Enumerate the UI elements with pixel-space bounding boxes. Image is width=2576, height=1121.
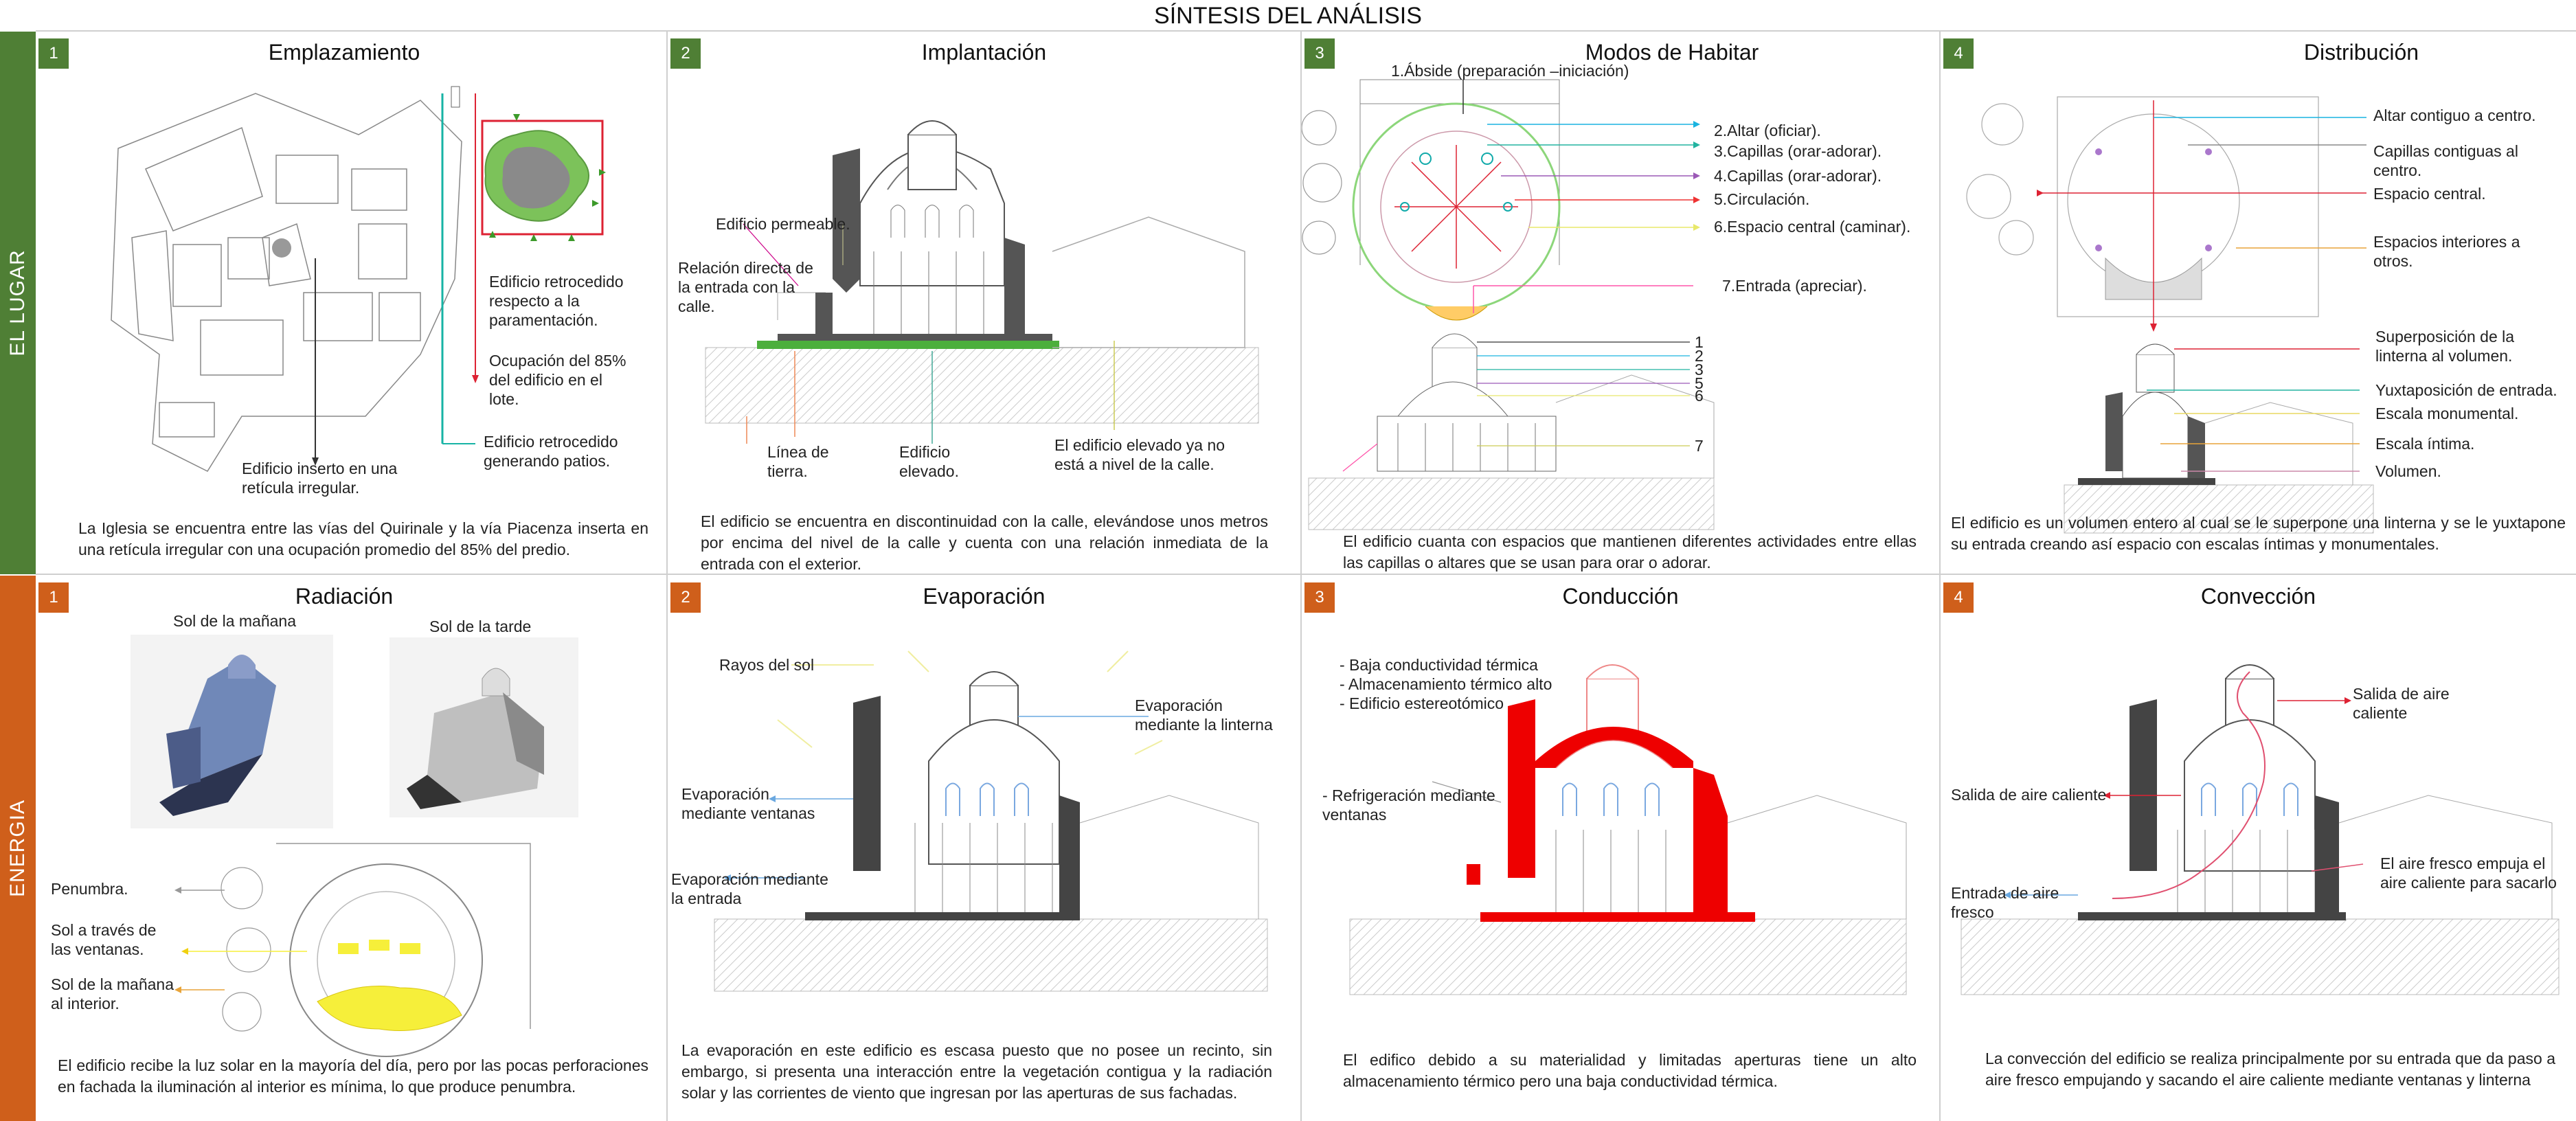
radiation-drawings: [131, 635, 578, 1057]
label-entrada: 7.Entrada (apreciar).: [1722, 277, 1867, 295]
label-retrocedido-patios: Edificio retrocedido generando patios.: [484, 433, 618, 470]
grid-line-top: [36, 30, 2576, 32]
label-penumbra: Penumbra.: [51, 880, 128, 898]
label-sol-manana: Sol de la mañana: [173, 612, 297, 630]
label-escala-monumental: Escala monumental.: [2375, 405, 2519, 422]
label-superposicion: Superposición de la linterna al volumen.: [2375, 328, 2515, 365]
label-num-7: 7: [1695, 437, 1704, 455]
label-retrocedido-paramentacion: Edificio retrocedido respecto a la param…: [489, 273, 624, 329]
label-aire-fresco-empuja: El aire fresco empuja el aire caliente p…: [2380, 854, 2557, 892]
grid-line-col-1: [666, 32, 668, 1121]
label-abside: 1.Ábside (preparación –iniciación): [1391, 62, 1629, 80]
panel-number: 1: [38, 38, 69, 69]
label-edificio-elevado: Edificio elevado.: [899, 443, 959, 480]
panel-title: Evaporación: [923, 584, 1046, 609]
panel-number: 4: [1943, 582, 1974, 613]
section-drawing-conveccion: [1961, 664, 2560, 995]
label-capillas-2: 4.Capillas (orar-adorar).: [1714, 167, 1882, 185]
label-espacio-central: Espacio central.: [2373, 185, 2486, 203]
label-ocupacion: Ocupación del 85% del edificio en el lot…: [489, 352, 626, 408]
panel-description: El edificio se encuentra en discontinuid…: [701, 512, 1268, 573]
panel-description: La Iglesia se encuentra entre las vías d…: [78, 519, 648, 558]
panel-description: El edifico debido a su materialidad y li…: [1343, 1051, 1917, 1090]
panel-modos-de-habitar: 3 Modos de Habitar: [1302, 32, 1939, 574]
grid-line-col-2: [1300, 32, 1302, 1121]
panel-description: La evaporación en este edificio es escas…: [681, 1041, 1272, 1102]
panel-title: Conducción: [1562, 584, 1679, 609]
label-capillas-contiguas: Capillas contiguas al centro.: [2373, 142, 2518, 179]
band-el-lugar-label: EL LUGAR: [6, 249, 29, 356]
panel-number: 3: [1304, 582, 1335, 613]
label-altar: 2.Altar (oficiar).: [1714, 122, 1821, 139]
panel-conveccion: 4 Convección Salida de aire caliente Sal…: [1941, 576, 2576, 1121]
label-evap-linterna: Evaporación mediante la linterna: [1135, 697, 1273, 734]
panel-description: La convección del edificio se realiza pr…: [1985, 1050, 2555, 1089]
panel-number: 2: [670, 582, 701, 613]
panel-emplazamiento: 1 Emplazamiento Edificio retrocedido res: [36, 32, 666, 574]
panel-title: Implantación: [921, 40, 1047, 65]
panel-description: El edificio recibe la luz solar en la ma…: [58, 1056, 648, 1096]
panel-number: 4: [1943, 38, 1974, 69]
label-entrada-aire: Entrada de aire fresco: [1951, 884, 2059, 921]
panel-number: 3: [1304, 38, 1335, 69]
page-title: SÍNTESIS DEL ANÁLISIS: [1154, 3, 1422, 29]
label-num-3: 3: [1695, 361, 1704, 378]
band-energia-label: ENERGIA: [6, 799, 29, 898]
label-rayos-sol: Rayos del sol: [719, 656, 815, 674]
panel-conduccion: 3 Conducción - Baja conductividad térmic…: [1302, 576, 1939, 1121]
label-propiedades: - Baja conductividad térmica - Almacenam…: [1340, 656, 1552, 712]
label-evap-entrada: Evaporación mediante la entrada: [671, 870, 828, 907]
grid-line-middle: [36, 574, 2576, 575]
panel-title: Convección: [2200, 584, 2316, 609]
label-volumen: Volumen.: [2375, 462, 2441, 480]
label-escala-intima: Escala íntima.: [2375, 435, 2475, 453]
section-drawing-conduccion: [1349, 664, 1907, 995]
label-espacio-central: 6.Espacio central (caminar).: [1714, 218, 1911, 236]
plan-and-section-modos: [1302, 79, 1715, 530]
panel-distribucion: 4 Distribución: [1941, 32, 2576, 574]
panel-number: 1: [38, 582, 69, 613]
label-evap-ventanas: Evaporación mediante ventanas: [681, 785, 815, 822]
panel-implantacion: 2 Implantación Edificio permeable. Relac…: [668, 32, 1300, 574]
label-espacios-interiores: Espacios interiores a otros.: [2373, 233, 2520, 270]
plan-and-section-distribucion: [1966, 96, 2374, 534]
label-yuxtaposicion: Yuxtaposición de entrada.: [2375, 381, 2557, 399]
label-linea-tierra: Línea de tierra.: [767, 443, 829, 480]
panel-radiacion: 1 Radiación Sol de la mañana Sol de la t…: [36, 576, 666, 1121]
label-sol-ventanas: Sol a través de las ventanas.: [51, 921, 157, 958]
label-edificio-permeable: Edificio permeable.: [716, 215, 850, 233]
panel-description: El edificio cuanta con espacios que mant…: [1343, 532, 1917, 571]
band-el-lugar: EL LUGAR: [0, 32, 36, 574]
label-num-1: 1: [1695, 333, 1704, 351]
label-num-5: 5: [1695, 374, 1704, 392]
label-relacion-directa: Relación directa de la entrada con la ca…: [678, 259, 813, 315]
label-num-6: 6: [1695, 387, 1704, 405]
band-energia: ENERGIA: [0, 576, 36, 1121]
label-sol-tarde: Sol de la tarde: [429, 618, 532, 635]
panel-title: Modos de Habitar: [1585, 40, 1759, 65]
label-altar-contiguo: Altar contiguo a centro.: [2373, 106, 2536, 124]
panel-number: 2: [670, 38, 701, 69]
label-salida-aire-linterna: Salida de aire caliente: [2353, 685, 2450, 722]
label-capillas-1: 3.Capillas (orar-adorar).: [1714, 142, 1882, 160]
panel-evaporacion: 2 Evaporación Rayos del sol Evaporación …: [668, 576, 1300, 1121]
section-drawing-evaporacion: [714, 650, 1268, 992]
site-plan-drawing: [111, 86, 606, 472]
section-drawing-implantacion: [705, 120, 1259, 444]
panel-title: Radiación: [295, 584, 394, 609]
grid-line-col-3: [1939, 32, 1941, 1121]
label-sol-interior: Sol de la mañana al interior.: [51, 975, 174, 1012]
label-salida-aire-ventana: Salida de aire caliente: [1951, 786, 2107, 804]
label-inserto-reticula: Edificio inserto en una retícula irregul…: [242, 460, 398, 497]
panel-description: El edificio es un volumen entero al cual…: [1951, 514, 2566, 553]
label-num-2: 2: [1695, 347, 1704, 365]
label-circulacion: 5.Circulación.: [1714, 190, 1810, 208]
panel-title: Emplazamiento: [268, 40, 420, 65]
label-refrigeracion: - Refrigeración mediante ventanas: [1322, 786, 1495, 824]
label-nivel-calle: El edificio elevado ya no está a nivel d…: [1054, 436, 1225, 473]
panel-title: Distribución: [2303, 40, 2419, 65]
